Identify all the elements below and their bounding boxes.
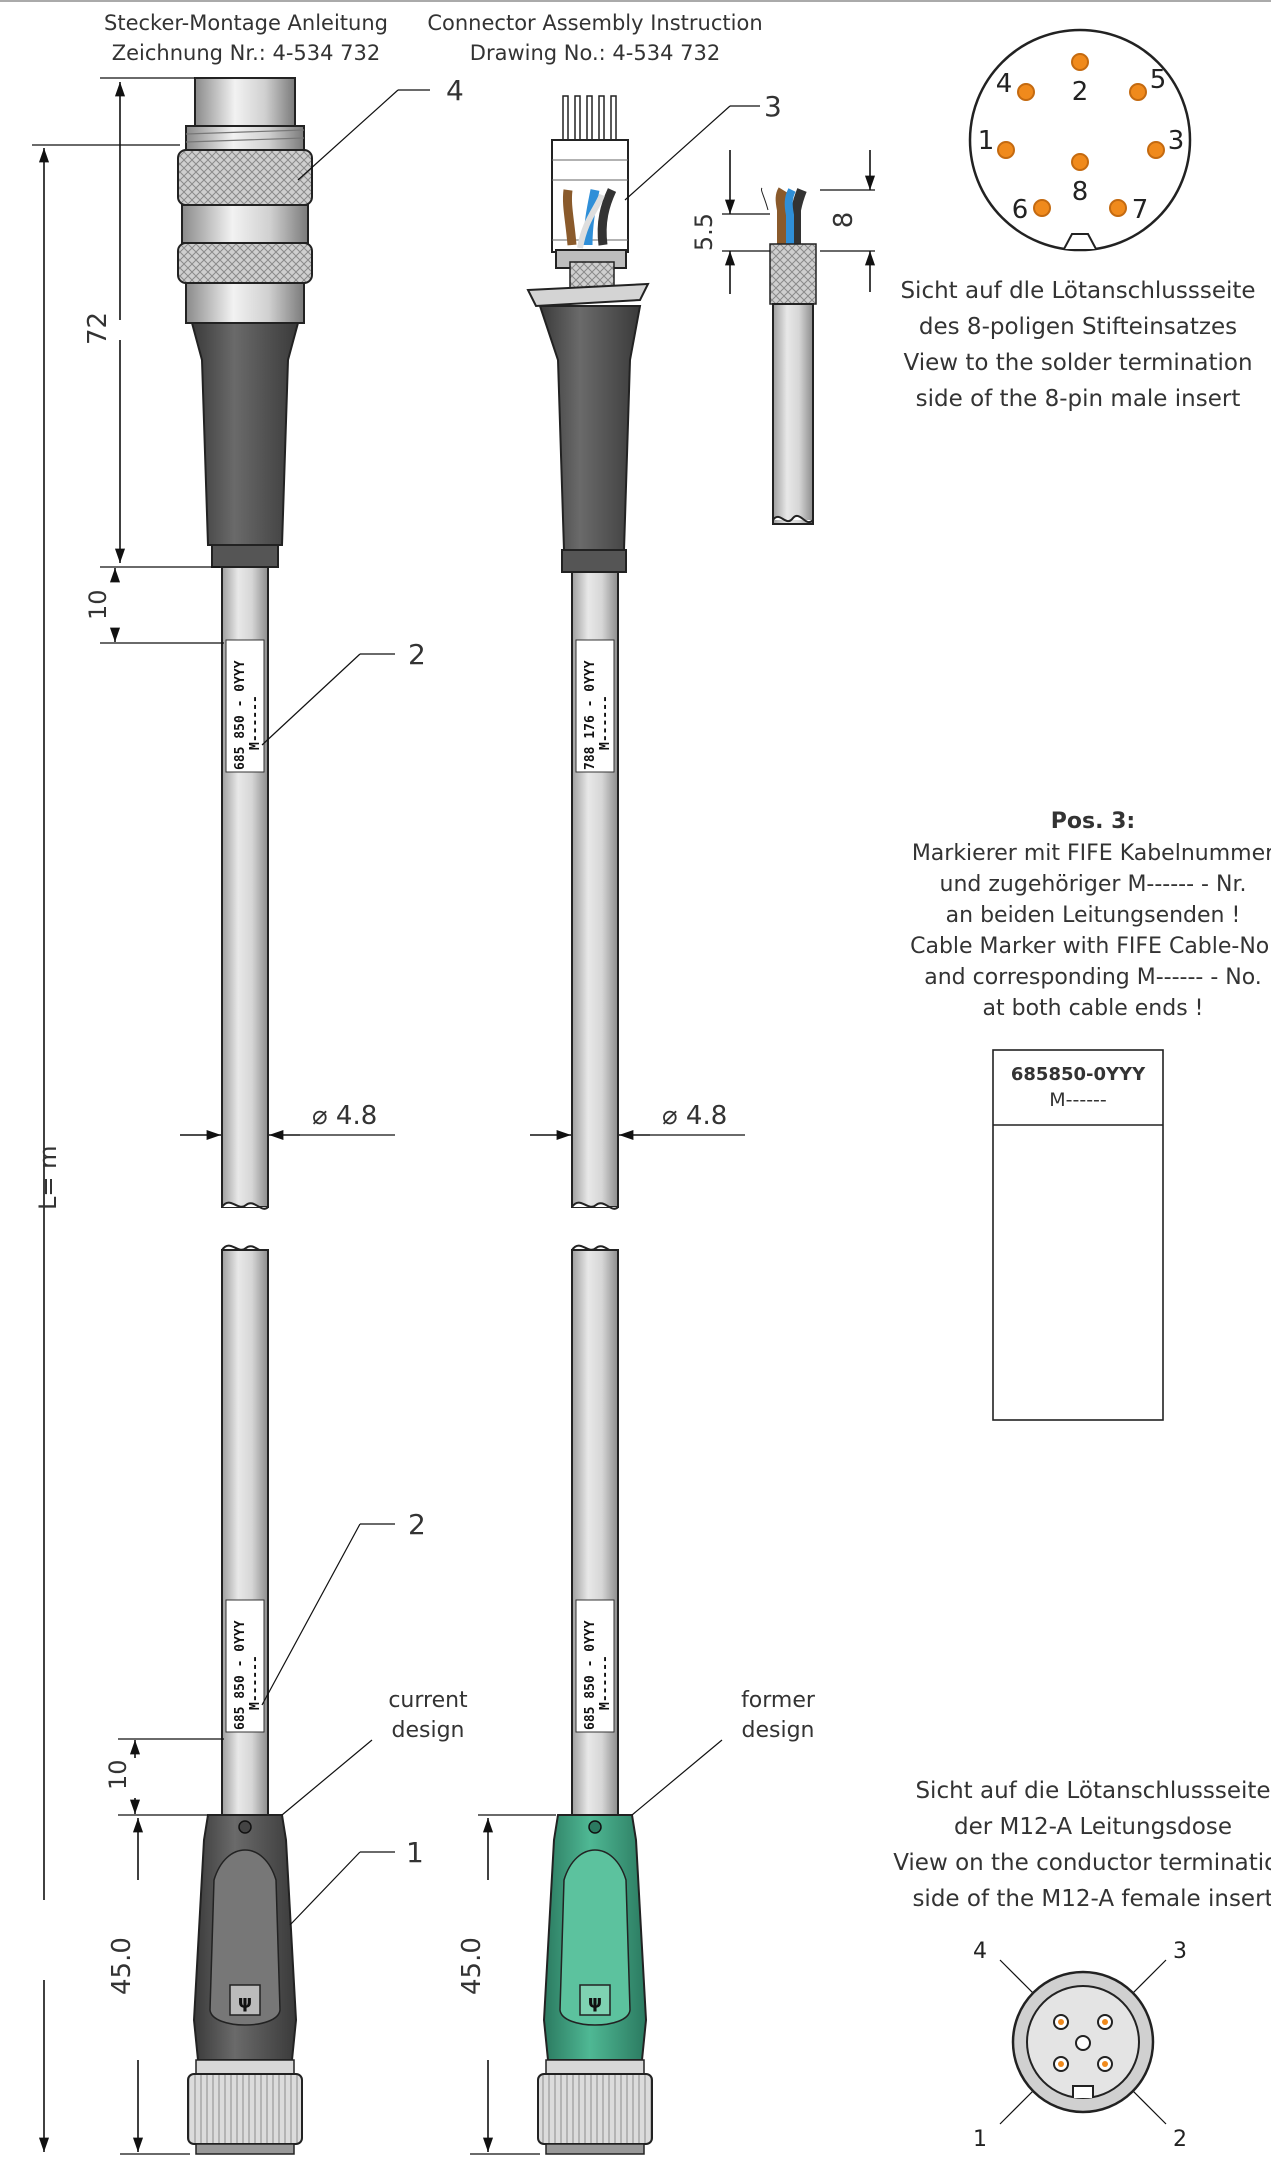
right-bottom-marker-number: 685 850 - 0YYY	[583, 1620, 598, 1730]
dim-45-right: 45.0	[457, 1937, 487, 1995]
pin8-label-8: 8	[1072, 177, 1089, 207]
label-former: former	[741, 1688, 816, 1713]
stripped-cable-detail: 5.5 8	[690, 150, 876, 525]
svg-text:ψ: ψ	[588, 1992, 602, 2013]
dim-10-top: 10	[84, 589, 112, 620]
left-bottom-cable-marker: 685 850 - 0YYY M------	[225, 1599, 265, 1733]
pin8-caption-2: des 8-poligen Stifteinsatzes	[919, 314, 1237, 340]
callout-2-bottom: 2	[408, 1508, 426, 1541]
pin8-label-7: 7	[1132, 195, 1149, 225]
m12-caption-1: Sicht auf die Lötanschlussseite	[915, 1778, 1270, 1804]
marker-box	[992, 1049, 1164, 1421]
left-top-cable-marker: 685 850 - 0YYY M------	[225, 639, 265, 773]
pin8-label-6: 6	[1012, 195, 1029, 225]
dim-length: L= m	[34, 1146, 62, 1211]
m12-face-view	[999, 1959, 1167, 2125]
left-bottom-marker-m: M------	[248, 1655, 263, 1710]
left-bottom-marker-number: 685 850 - 0YYY	[233, 1620, 248, 1730]
right-bottom-marker-m: M------	[598, 1655, 613, 1710]
m12-caption-3: View on the conductor termination	[893, 1850, 1271, 1876]
left-top-marker-m: M------	[248, 695, 263, 750]
m12-caption-4: side of the M12-A female insert	[912, 1886, 1271, 1912]
dim-5-5: 5.5	[690, 213, 718, 251]
pos3-line-4: Cable Marker with FIFE Cable-No.	[910, 934, 1271, 959]
pos3-title: Pos. 3:	[1051, 809, 1135, 834]
pin8-label-4: 4	[996, 69, 1013, 99]
pin8-face-view	[968, 28, 1192, 252]
pos3-line-2: und zugehöriger M------ - Nr.	[940, 872, 1247, 897]
pos3-line-3: an beiden Leitungsenden !	[946, 903, 1241, 928]
dim-45-left: 45.0	[107, 1937, 137, 1995]
pos3-line-5: and corresponding M------ - No.	[924, 965, 1262, 990]
callout-3: 3	[764, 90, 782, 123]
right-top-marker-m: M------	[598, 695, 613, 750]
header-left-line2: Zeichnung Nr.: 4-534 732	[112, 41, 381, 65]
label-former-design: design	[742, 1718, 815, 1743]
header-right-line1: Connector Assembly Instruction	[427, 11, 762, 35]
label-current: current	[388, 1688, 468, 1713]
pin8-label-3: 3	[1168, 126, 1185, 156]
pos3-line-6: at both cable ends !	[983, 996, 1204, 1021]
callout-1: 1	[406, 1836, 424, 1869]
pin8-caption-4: side of the 8-pin male insert	[916, 386, 1241, 412]
callout-4: 4	[446, 74, 464, 107]
header-left-line1: Stecker-Montage Anleitung	[104, 11, 388, 35]
right-top-marker-number: 788 176 - 0YYY	[583, 660, 598, 770]
marker-box-m: M------	[1049, 1089, 1107, 1111]
pin8-label-2: 2	[1072, 77, 1089, 107]
pin8-label-1: 1	[978, 126, 995, 156]
svg-text:ψ: ψ	[238, 1992, 252, 2013]
dim-10-bottom: 10	[104, 1759, 132, 1790]
m12-pin-3: 3	[1173, 1939, 1187, 1964]
dim-diameter-right: ⌀ 4.8	[662, 1101, 727, 1131]
label-current-design: design	[392, 1718, 465, 1743]
marker-box-number: 685850-0YYY	[1011, 1064, 1146, 1085]
pin8-caption-3: View to the solder termination	[903, 350, 1252, 376]
header-right-line2: Drawing No.: 4-534 732	[470, 41, 720, 65]
pos3-line-1: Markierer mit FIFE Kabelnummer	[912, 841, 1271, 866]
m12-pin-4: 4	[973, 1939, 987, 1964]
right-top-cable-marker: 788 176 - 0YYY M------	[575, 639, 615, 773]
dim-72: 72	[83, 312, 113, 345]
dim-diameter-left: ⌀ 4.8	[312, 1101, 377, 1131]
dim-8: 8	[829, 212, 859, 229]
pin8-label-5: 5	[1150, 65, 1167, 95]
m12-pin-2: 2	[1173, 2127, 1187, 2152]
right-bottom-cable-marker: 685 850 - 0YYY M------	[575, 1599, 615, 1733]
m12-pin-1: 1	[973, 2127, 987, 2152]
left-top-connector	[177, 77, 313, 568]
pin8-caption-1: Sicht auf dle Lötanschlussseite	[900, 278, 1255, 304]
right-top-connector-parts	[526, 95, 650, 573]
dimension-lines	[32, 77, 745, 2155]
right-m12-connector-former: ψ	[537, 1814, 653, 2155]
left-top-marker-number: 685 850 - 0YYY	[233, 660, 248, 770]
left-m12-connector-current: ψ	[187, 1814, 303, 2155]
callout-leaders	[261, 89, 760, 1926]
callout-2-top: 2	[408, 638, 426, 671]
m12-caption-2: der M12-A Leitungsdose	[954, 1814, 1232, 1840]
